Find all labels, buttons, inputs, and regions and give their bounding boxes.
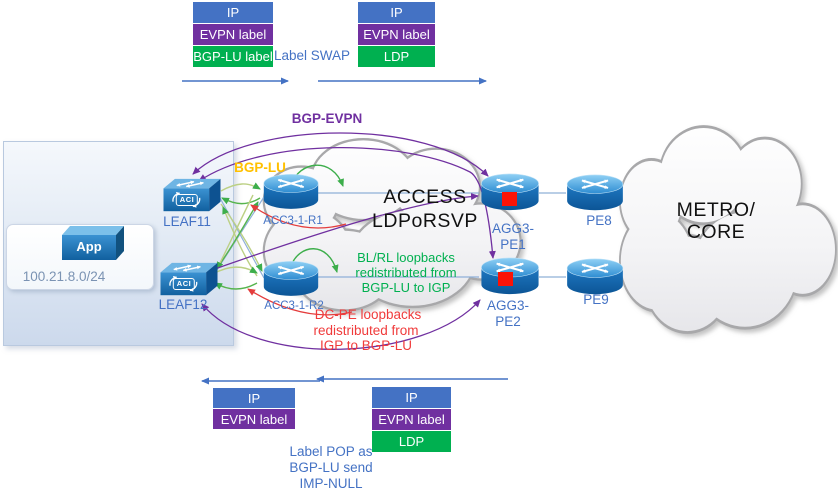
app-server-icon — [62, 226, 124, 260]
metro-core-cloud — [619, 125, 837, 334]
stack-row: LDP — [358, 46, 435, 67]
leaf11-switch-icon — [164, 179, 221, 211]
acc3-1-r1-router-icon — [264, 174, 318, 208]
bgp-evpn-arcs — [192, 132, 496, 350]
acc3-1-r2-router-icon — [264, 261, 318, 295]
pe8-router-icon — [567, 175, 623, 210]
stack-row: LDP — [372, 431, 451, 452]
stack-row: IP — [193, 2, 273, 23]
stack-row: EVPN label — [372, 409, 451, 430]
stack-row: EVPN label — [193, 24, 273, 45]
stack-bottom-right: IP EVPN label LDP — [372, 387, 451, 453]
stack-top-left: IP EVPN label BGP-LU label — [193, 2, 273, 68]
stack-bottom-left: IP EVPN label — [213, 388, 295, 430]
agg3-pe2-red-square-badge — [498, 272, 513, 286]
stack-top-right: IP EVPN label LDP — [358, 2, 435, 68]
label-flow-arrows — [182, 77, 508, 385]
stack-row: IP — [372, 387, 451, 408]
stack-row: IP — [213, 388, 295, 408]
stack-row: IP — [358, 2, 435, 23]
stack-row: BGP-LU label — [193, 46, 273, 67]
leaf12-switch-icon — [161, 263, 218, 295]
stack-row: EVPN label — [213, 409, 295, 429]
agg3-pe1-red-square-badge — [502, 192, 517, 206]
stack-row: EVPN label — [358, 24, 435, 45]
pe9-router-icon — [567, 259, 623, 294]
